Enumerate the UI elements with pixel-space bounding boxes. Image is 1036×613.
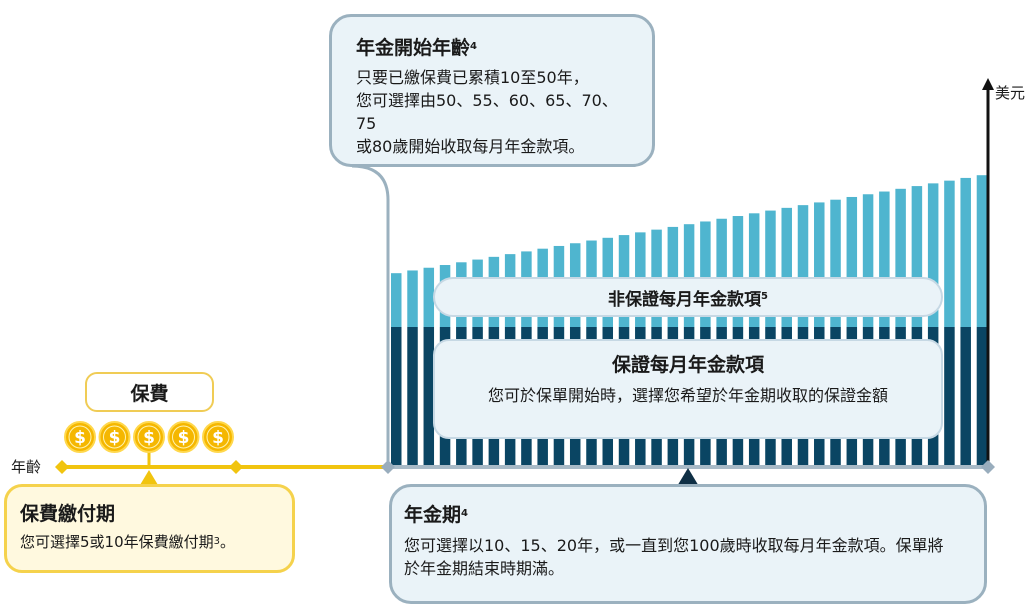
callout-line: 只要已繳保費已累積10至50年，	[356, 68, 589, 87]
guaranteed-payout-label: 保證每月年金款項 您可於保單開始時，選擇您希望於年金期收取的保證金額	[433, 339, 943, 439]
svg-text:$: $	[143, 428, 155, 448]
annuity-period-callout: 年金期4 您可選擇以10、15、20年，或一直到您100歲時收取每月年金款項。保…	[389, 484, 987, 604]
guaranteed-segment	[423, 327, 435, 465]
timeline-end-marker	[981, 460, 995, 474]
non-guaranteed-segment	[976, 175, 988, 327]
non-guaranteed-segment	[423, 267, 435, 327]
payout-bar	[391, 273, 402, 465]
non-guaranteed-segment	[683, 224, 695, 327]
dollar-coin-icon: $	[98, 421, 131, 453]
timeline-mid-marker	[229, 460, 243, 474]
non-guaranteed-segment	[407, 270, 418, 327]
annuity-start-age-text: 只要已繳保費已累積10至50年， 您可選擇由50、55、60、65、70、75 …	[356, 66, 634, 158]
footnote-ref: 4	[470, 41, 477, 52]
payout-bar	[976, 175, 988, 465]
non-guaranteed-segment	[830, 199, 841, 327]
premium-label: 保費	[85, 372, 214, 412]
guaranteed-segment	[407, 327, 418, 465]
guaranteed-segment	[944, 327, 955, 465]
y-axis-label: 美元	[995, 84, 1026, 102]
premium-coins: $ $ $ $ $	[64, 421, 234, 453]
non-guaranteed-segment	[797, 205, 809, 327]
callout-line: 您可選擇由50、55、60、65、70、75	[356, 91, 618, 133]
x-axis-label: 年齡	[11, 458, 42, 476]
payout-bar	[407, 270, 418, 465]
footnote-ref: 5	[761, 290, 768, 302]
premium-payment-period-callout: 保費繳付期 您可選擇5或10年保費繳付期3。	[4, 484, 295, 573]
dollar-coin-icon: $	[202, 421, 234, 453]
non-guaranteed-segment	[748, 213, 760, 327]
annuity-start-age-title: 年金開始年齡4	[356, 37, 477, 59]
dollar-coin-icon: $	[167, 421, 200, 453]
payout-bar	[944, 180, 955, 465]
payout-bar	[423, 267, 435, 465]
non-guaranteed-segment	[814, 202, 825, 327]
premium-payment-period-title: 保費繳付期	[20, 503, 116, 525]
non-guaranteed-segment	[781, 207, 792, 327]
guaranteed-segment	[960, 327, 971, 465]
non-guaranteed-segment	[862, 194, 874, 327]
annuity-start-age-callout: 年金開始年齡4 只要已繳保費已累積10至50年， 您可選擇由50、55、60、6…	[329, 14, 655, 167]
non-guaranteed-segment	[895, 188, 906, 327]
svg-text:$: $	[212, 428, 224, 448]
footnote-ref: 3	[213, 536, 221, 547]
non-guaranteed-segment	[879, 191, 890, 327]
callout-line: 於年金期結束時期滿。	[404, 559, 565, 578]
svg-text:$: $	[178, 428, 190, 448]
dollar-coin-icon: $	[133, 421, 165, 453]
non-guaranteed-segment	[700, 221, 711, 327]
timeline-annuity-start-marker	[381, 460, 395, 474]
callout-line: 您可選擇以10、15、20年，或一直到您100歲時收取每月年金款項。保單將	[404, 536, 944, 555]
annuity-period-pointer	[676, 468, 700, 488]
premium-payment-period-text: 您可選擇5或10年保費繳付期3。	[20, 533, 236, 551]
y-axis-arrow-icon	[982, 78, 994, 90]
non-guaranteed-segment	[944, 180, 955, 327]
non-guaranteed-segment	[846, 196, 858, 327]
annuity-period-title: 年金期4	[404, 504, 468, 526]
non-guaranteed-segment	[960, 177, 971, 327]
annuity-period-text: 您可選擇以10、15、20年，或一直到您100歲時收取每月年金款項。保單將 於年…	[404, 534, 970, 580]
guaranteed-segment	[391, 327, 402, 465]
non-guaranteed-segment	[732, 216, 744, 327]
guaranteed-payout-title: 保證每月年金款項	[611, 354, 764, 376]
guaranteed-payout-description: 您可於保單開始時，選擇您希望於年金期收取的保證金額	[487, 386, 888, 405]
non-guaranteed-segment	[667, 226, 679, 327]
dollar-coin-icon: $	[64, 421, 96, 453]
non-guaranteed-segment	[765, 210, 776, 327]
payout-bar	[960, 177, 971, 465]
guaranteed-segment	[976, 327, 988, 465]
timeline-start-marker	[55, 460, 69, 474]
non-guaranteed-segment	[391, 273, 402, 327]
non-guaranteed-segment	[911, 186, 923, 327]
svg-text:$: $	[74, 428, 86, 448]
start-age-connector	[351, 164, 390, 462]
non-guaranteed-segment	[716, 218, 727, 327]
non-guaranteed-segment	[927, 183, 939, 327]
footnote-ref: 4	[461, 508, 468, 519]
svg-text:$: $	[109, 428, 121, 448]
callout-line: 或80歲開始收取每月年金款項。	[356, 137, 585, 156]
